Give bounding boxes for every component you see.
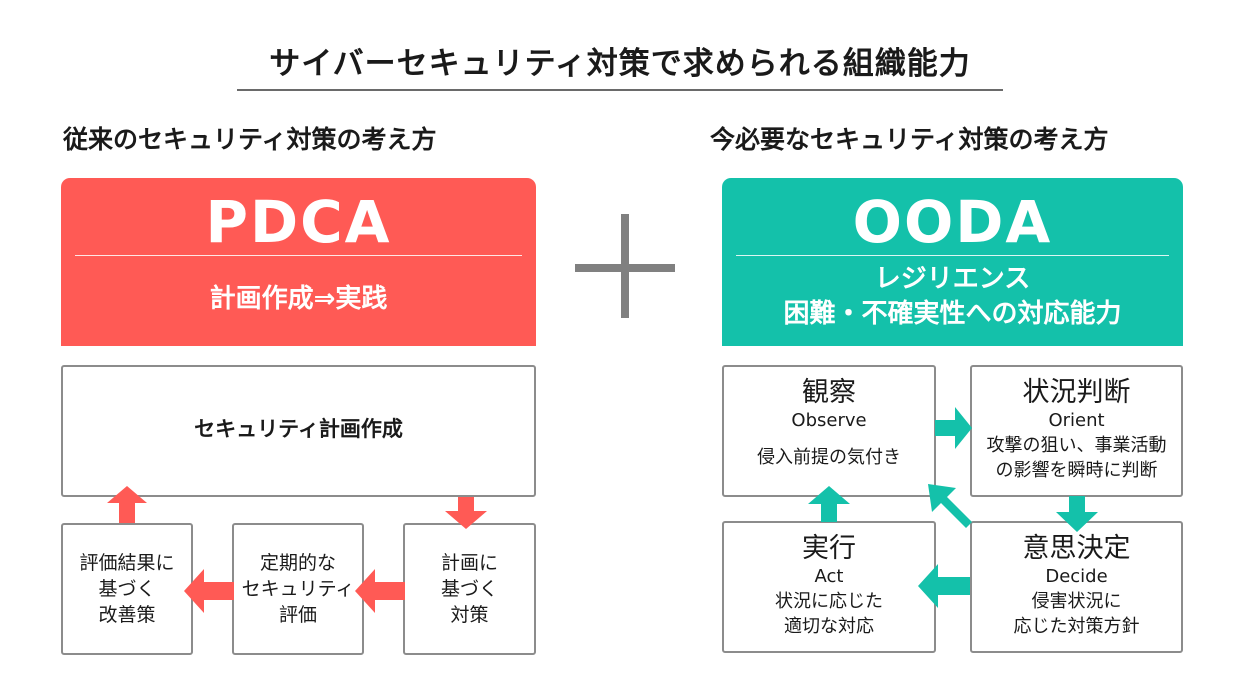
ooda-observe-en: Observe [791,410,867,431]
pdca-box-improve-line: 評価結果に [79,552,175,574]
ooda-box-orient: 状況判断 Orient 攻撃の狙い、事業活動 の影響を瞬時に判断 [970,365,1183,497]
page-title: サイバーセキュリティ対策で求められる組織能力 [269,46,971,82]
arrow-down-icon [1056,496,1098,532]
ooda-banner: OODA レジリエンス 困難・不確実性への対応能力 [722,178,1183,346]
pdca-box-execute-line: 対策 [450,604,489,626]
ooda-subtitle-2: 困難・不確実性への対応能力 [783,299,1122,329]
arrow-left-icon [918,564,970,608]
arrow-left-icon [184,569,234,613]
ooda-box-decide: 意思決定 Decide 侵害状況に 応じた対策方針 [970,521,1183,653]
ooda-subtitle-1: レジリエンス [874,264,1031,294]
pdca-banner: PDCA 計画作成⇒実践 [61,178,536,346]
pdca-box-evaluate: 定期的な セキュリティ 評価 [232,523,364,655]
ooda-orient-desc: 攻撃の狙い、事業活動 [986,435,1167,456]
ooda-decide-en: Decide [1045,566,1108,587]
arrow-up-icon [107,486,147,523]
left-heading: 従来のセキュリティ対策の考え方 [63,125,437,154]
ooda-box-observe: 観察 Observe 侵入前提の気付き [722,365,936,497]
pdca-box-execute-line: 計画に [440,552,498,574]
pdca-box-improve-line: 改善策 [98,604,156,626]
title-underline [237,89,1003,91]
plan-box-text: セキュリティ計画作成 [194,417,403,441]
ooda-act-desc: 状況に応じた [775,591,883,612]
pdca-divider [75,255,522,256]
pdca-box-evaluate-line: 定期的な [259,552,336,574]
pdca-box-improve-line: 基づく [98,578,156,600]
ooda-decide-desc: 応じた対策方針 [1013,616,1140,637]
ooda-observe-desc: 侵入前提の気付き [757,447,901,468]
pdca-box-execute-line: 基づく [440,578,498,600]
ooda-observe-label: 観察 [802,377,856,408]
pdca-box-execute: 計画に 基づく 対策 [403,523,536,655]
ooda-decide-label: 意思決定 [1022,533,1131,564]
ooda-act-en: Act [814,566,844,587]
ooda-orient-desc: の影響を瞬時に判断 [995,460,1158,481]
pdca-box-evaluate-line: 評価 [278,604,317,626]
plan-box: セキュリティ計画作成 [61,365,536,497]
ooda-orient-en: Orient [1048,410,1105,431]
pdca-box-evaluate-line: セキュリティ [241,578,355,600]
ooda-divider [736,255,1169,256]
pdca-title: PDCA [205,188,392,256]
arrow-up-left-icon [928,484,972,528]
arrow-down-icon [445,497,487,529]
right-heading: 今必要なセキュリティ対策の考え方 [710,125,1109,154]
pdca-box-improve: 評価結果に 基づく 改善策 [61,523,193,655]
ooda-act-label: 実行 [802,533,856,564]
arrow-left-icon [355,569,405,613]
arrow-up-icon [808,486,850,522]
ooda-act-desc: 適切な対応 [784,616,874,637]
ooda-decide-desc: 侵害状況に [1031,591,1122,612]
pdca-subtitle: 計画作成⇒実践 [209,284,388,314]
ooda-orient-label: 状況判断 [1022,377,1131,408]
ooda-box-act: 実行 Act 状況に応じた 適切な対応 [722,521,936,653]
plus-icon [621,214,629,318]
arrow-right-icon [935,407,972,449]
ooda-title: OODA [852,188,1053,256]
